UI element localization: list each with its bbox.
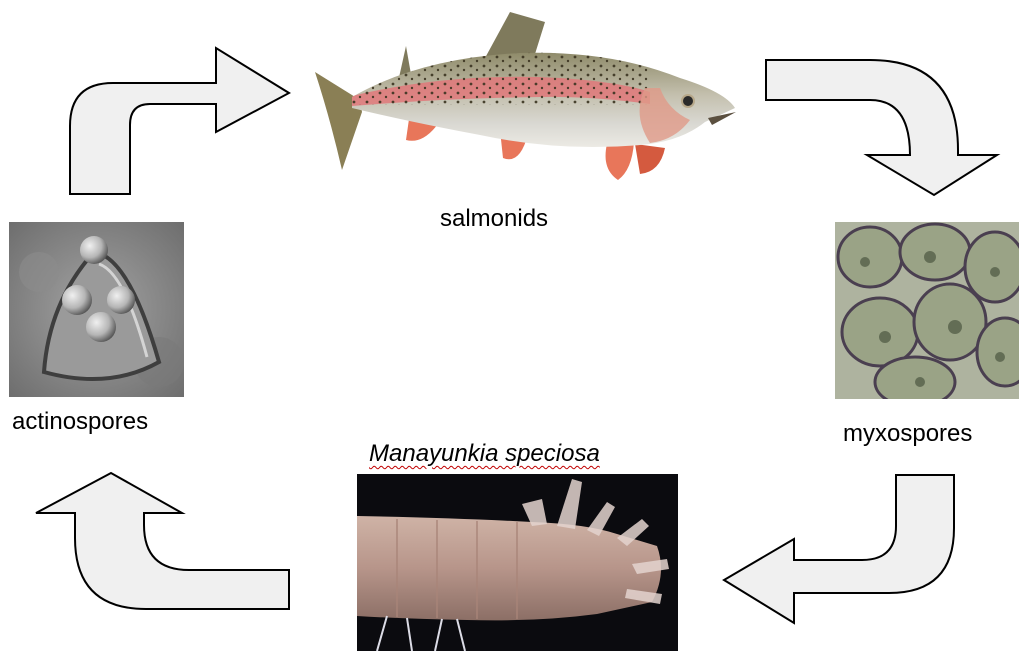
myxospore-micrograph <box>835 222 1019 399</box>
worm-micrograph <box>357 474 678 651</box>
label-salmonids: salmonids <box>440 205 548 233</box>
label-actinospores: actinospores <box>12 408 148 436</box>
label-manayunkia-speciosa: Manayunkia speciosa <box>369 440 600 468</box>
trout-eye <box>682 95 694 107</box>
trout-tail <box>315 72 362 170</box>
actinospore-micrograph <box>9 222 184 397</box>
label-myxospores: myxospores <box>843 420 972 448</box>
trout-dorsal-fin <box>485 12 545 58</box>
trout-fin <box>635 144 665 174</box>
